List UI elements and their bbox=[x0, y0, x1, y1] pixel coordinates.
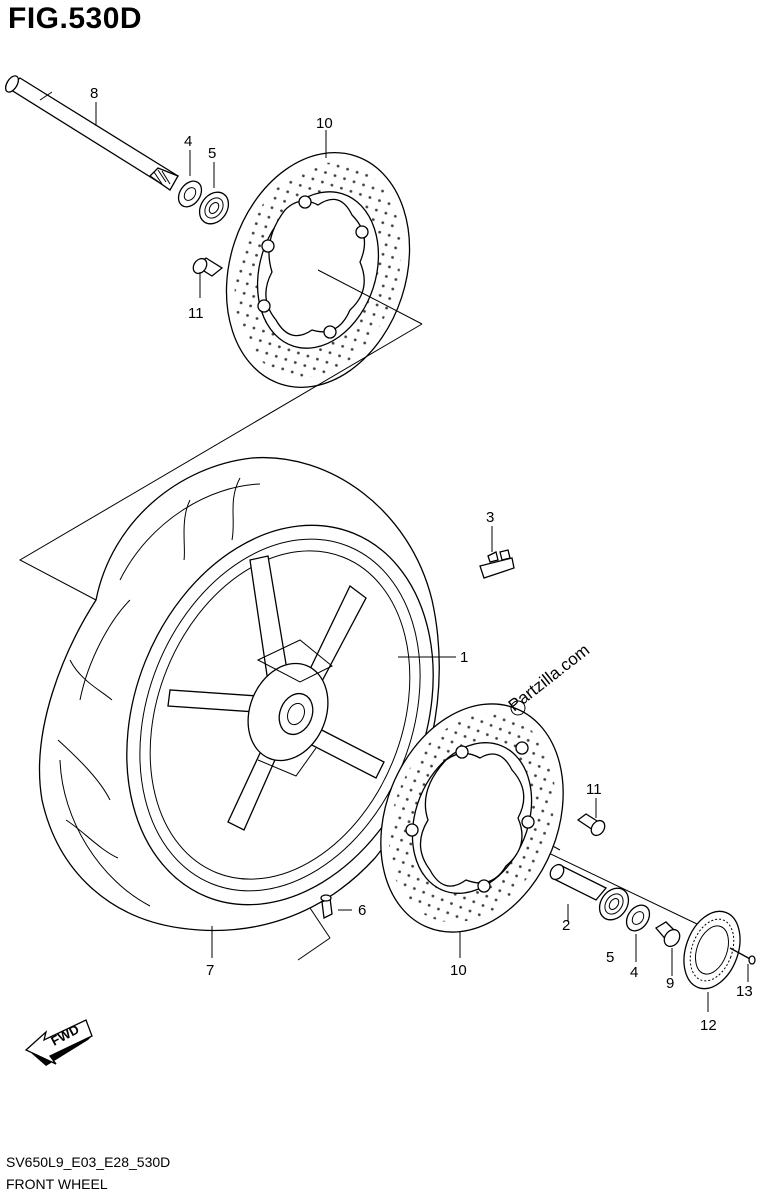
axle bbox=[4, 75, 179, 191]
disc-bolt-top bbox=[192, 257, 224, 277]
callout-6: 6 bbox=[358, 902, 366, 919]
wheel-spacer bbox=[549, 863, 608, 901]
balance-weight bbox=[479, 549, 515, 579]
brake-disc-bottom bbox=[380, 703, 564, 933]
figure-name: FRONT WHEEL bbox=[6, 1176, 108, 1192]
callout-4-top: 4 bbox=[184, 133, 192, 150]
callout-12: 12 bbox=[700, 1017, 717, 1034]
abs-sensor-ring bbox=[683, 910, 741, 990]
callout-7: 7 bbox=[206, 962, 214, 979]
callout-2: 2 bbox=[562, 917, 570, 934]
spacer-top bbox=[177, 180, 203, 208]
figure-code: SV650L9_E03_E28_530D bbox=[6, 1154, 171, 1170]
callout-10-top: 10 bbox=[316, 115, 333, 132]
sensor-ring-screw bbox=[729, 947, 756, 965]
callout-11-top: 11 bbox=[188, 305, 204, 322]
callout-3: 3 bbox=[486, 509, 494, 526]
callout-leaders bbox=[95, 102, 749, 1012]
disc-bolt-bottom bbox=[576, 813, 606, 837]
figure-title: FIG.530D bbox=[8, 2, 143, 35]
callout-4-bottom: 4 bbox=[630, 964, 638, 981]
watermark: Partzilla.com bbox=[505, 640, 593, 716]
callout-13: 13 bbox=[736, 983, 753, 1000]
callout-5-bottom: 5 bbox=[606, 949, 614, 966]
callout-9: 9 bbox=[666, 975, 674, 992]
spacer-bottom bbox=[625, 904, 651, 932]
callout-10-bottom: 10 bbox=[450, 962, 467, 979]
bearing-top bbox=[198, 191, 230, 225]
watermark-text: Partzilla.com bbox=[505, 640, 593, 715]
callout-11-bottom: 11 bbox=[586, 781, 602, 798]
callout-8: 8 bbox=[90, 85, 98, 102]
collar bbox=[655, 921, 681, 948]
tire-valve bbox=[320, 894, 333, 919]
callout-5-top: 5 bbox=[208, 145, 216, 162]
callout-1: 1 bbox=[460, 649, 468, 666]
wheel-rim bbox=[126, 524, 434, 906]
bearing-bottom bbox=[598, 887, 630, 921]
fwd-arrow-icon: FWD bbox=[24, 1019, 93, 1066]
